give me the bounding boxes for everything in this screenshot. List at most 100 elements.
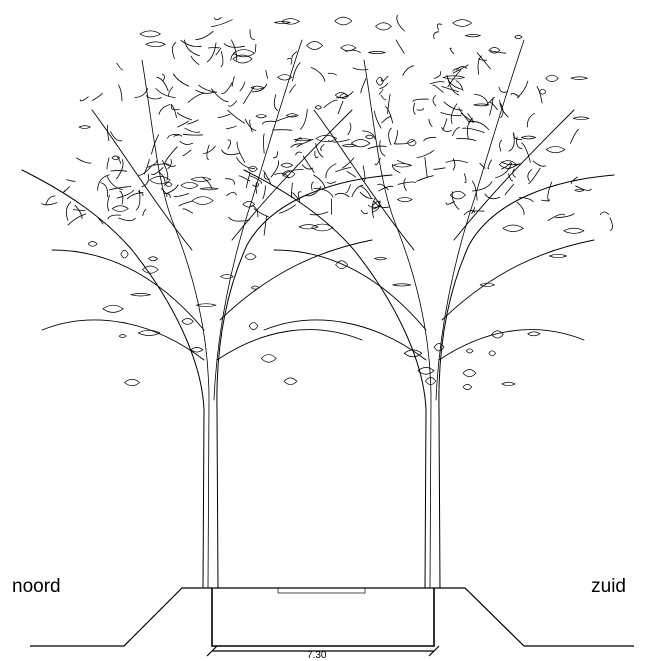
tree-right-foliage — [253, 208, 269, 218]
tree-right-foliage — [295, 151, 302, 156]
tree-left-leaf — [250, 285, 260, 290]
tree-right-foliage — [372, 202, 380, 213]
tree-right-foliage — [452, 64, 469, 74]
tree-left-foliage — [134, 88, 148, 98]
tree-right-foliage — [334, 192, 350, 198]
tree-left-foliage — [118, 217, 136, 221]
tree-left-foliage — [273, 94, 279, 111]
tree-left-foliage — [249, 175, 263, 184]
tree-right-branch — [313, 109, 415, 251]
tree-right-foliage — [447, 77, 460, 96]
tree-right-foliage — [374, 110, 382, 129]
tree-right-foliage — [416, 175, 434, 182]
tree-left-foliage — [66, 179, 76, 182]
tree-left-leaf — [232, 54, 253, 64]
tree-left-foliage — [117, 157, 121, 164]
tree-right-leaf — [514, 34, 523, 40]
tree-left-leaf — [335, 260, 348, 269]
tree-left-foliage — [74, 204, 83, 219]
tree-right-foliage — [456, 66, 468, 71]
tree-right-leaf — [499, 160, 517, 169]
ground-profile — [30, 587, 634, 647]
tree-left-leaf — [315, 134, 338, 143]
tree-right-leaf — [488, 47, 501, 54]
tree-right-foliage — [462, 127, 485, 133]
tree-left-leaf — [283, 377, 298, 386]
tree-right-leaf — [465, 34, 481, 38]
tree-left-foliage — [178, 200, 193, 207]
tree-right-branch — [273, 249, 427, 331]
tree-left-foliage — [118, 84, 123, 102]
dimension-line — [206, 645, 440, 657]
tree-right-foliage — [508, 173, 514, 182]
tree-left-leaf — [298, 224, 319, 230]
tree-right-leaf — [563, 227, 585, 234]
tree-left-foliage — [187, 119, 199, 125]
tree-left-foliage — [116, 189, 135, 199]
tree-right-foliage — [460, 112, 474, 123]
tree-left-leaf — [142, 265, 159, 274]
tree-right-trunk-left — [243, 169, 427, 589]
tree-right-foliage — [416, 150, 435, 158]
tree-left-foliage — [173, 134, 182, 137]
tree-left-foliage — [198, 84, 217, 93]
tree-left-leaf — [306, 41, 323, 50]
tree-right-foliage — [360, 186, 372, 199]
tree-right-foliage — [464, 173, 467, 183]
tree-left-leaf — [78, 125, 91, 129]
tree-right-leaf — [286, 113, 299, 118]
tree-left-foliage — [184, 39, 200, 57]
tree-right-foliage — [575, 185, 592, 191]
tree-left-foliage — [311, 181, 314, 191]
tree-right-leaf — [539, 88, 547, 95]
tree-right-leaf — [449, 190, 466, 200]
tree-right-leaf — [433, 343, 445, 352]
tree-left-foliage — [195, 30, 214, 40]
tree-left-foliage — [289, 84, 297, 94]
tree-left-leaf — [87, 241, 98, 247]
tree-left-foliage — [220, 51, 224, 68]
tree-left-foliage — [323, 99, 338, 108]
tree-right-foliage — [359, 191, 374, 200]
tree-left-leaf — [139, 30, 161, 38]
tree-left-foliage — [156, 76, 169, 92]
tree-left-foliage — [249, 29, 255, 41]
tree-right-leaf — [502, 224, 524, 232]
tree-left-foliage — [168, 86, 174, 97]
tree-right-foliage — [273, 151, 278, 159]
tree-right-branch — [453, 109, 575, 241]
tree-right-leaf — [570, 76, 588, 80]
tree-left-foliage — [227, 139, 232, 150]
tree-left-foliage — [291, 51, 298, 58]
tree-left-foliage — [300, 109, 308, 130]
tree-right-foliage — [428, 118, 433, 127]
tree-right-foliage — [351, 184, 364, 198]
tree-left-foliage — [315, 143, 324, 158]
tree-right-foliage — [314, 150, 319, 159]
tree-left-foliage — [190, 55, 200, 65]
tree-left-foliage — [226, 192, 237, 196]
tree-right-foliage — [345, 184, 351, 194]
tree-left-foliage — [211, 88, 229, 103]
tree-right-foliage — [397, 181, 416, 185]
tree-left-foliage — [147, 160, 158, 168]
tree-right-foliage — [555, 213, 575, 219]
tree-right-foliage — [432, 95, 437, 107]
tree-right-foliage — [449, 47, 455, 55]
tree-left-foliage — [270, 160, 280, 178]
tree-left-foliage — [238, 175, 251, 182]
tree-right-leaf — [466, 348, 474, 354]
tree-right-foliage — [393, 139, 415, 145]
tree-left-foliage — [291, 182, 293, 199]
tree-right-foliage — [536, 86, 543, 104]
tree-right-foliage — [501, 161, 512, 170]
tree-left-foliage — [302, 155, 315, 173]
tree-left-foliage — [262, 185, 267, 200]
tree-left-leaf — [195, 303, 217, 308]
tree-right-foliage — [458, 107, 471, 124]
tree-left-leaf — [199, 187, 219, 191]
tree-left-leaf — [102, 304, 124, 313]
tree-right-foliage — [403, 177, 407, 191]
tree-left-foliage — [187, 93, 205, 103]
tree-left-foliage — [265, 70, 268, 79]
